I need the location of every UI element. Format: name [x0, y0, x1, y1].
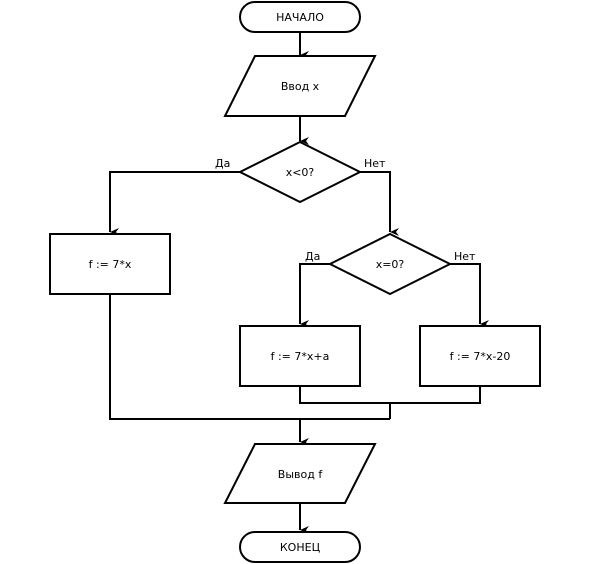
- start-label: НАЧАЛО: [276, 11, 324, 24]
- output-label: Вывод f: [278, 468, 324, 481]
- connector-decision2-yes: [299, 263, 330, 328]
- input-block: Ввод x: [223, 55, 377, 117]
- decision-x-less-zero: x<0? Да Нет: [215, 140, 386, 204]
- decision2-shape: [327, 232, 453, 296]
- process-left-shape: [49, 233, 171, 295]
- process-left-label: f := 7*x: [89, 258, 132, 271]
- input-shape: [223, 55, 377, 117]
- connector-decision1-no: [360, 171, 399, 236]
- end-shape: [239, 531, 361, 563]
- input-label: Ввод x: [281, 80, 320, 93]
- end-terminator: КОНЕЦ: [239, 531, 361, 563]
- decision1-shape: [237, 140, 363, 204]
- start-shape: [239, 1, 361, 33]
- connector-left-merge: [109, 294, 390, 420]
- process-right-label: f := 7*x-20: [450, 350, 511, 363]
- decision1-label: x<0?: [286, 166, 315, 179]
- connector-process-mid-merge: [299, 386, 481, 404]
- decision2-no-label: Нет: [454, 250, 476, 263]
- decision2-yes-label: Да: [305, 250, 320, 263]
- process-mid: f := 7*x+a: [239, 325, 361, 387]
- process-left: f := 7*x: [49, 233, 171, 295]
- output-shape: [223, 443, 377, 504]
- decision2-label: x=0?: [376, 258, 405, 271]
- decision-x-equals-zero: x=0? Да Нет: [305, 232, 476, 296]
- decision1-yes-label: Да: [215, 157, 230, 170]
- decision1-no-label: Нет: [364, 157, 386, 170]
- start-terminator: НАЧАЛО: [239, 1, 361, 33]
- connector-decision2-no: [450, 263, 489, 328]
- connector-decision1-yes: [109, 171, 240, 236]
- process-mid-shape: [239, 325, 361, 387]
- process-mid-label: f := 7*x+a: [271, 350, 330, 363]
- end-label: КОНЕЦ: [280, 541, 321, 554]
- process-right-shape: [419, 325, 541, 387]
- process-right: f := 7*x-20: [419, 325, 541, 387]
- output-block: Вывод f: [223, 443, 377, 504]
